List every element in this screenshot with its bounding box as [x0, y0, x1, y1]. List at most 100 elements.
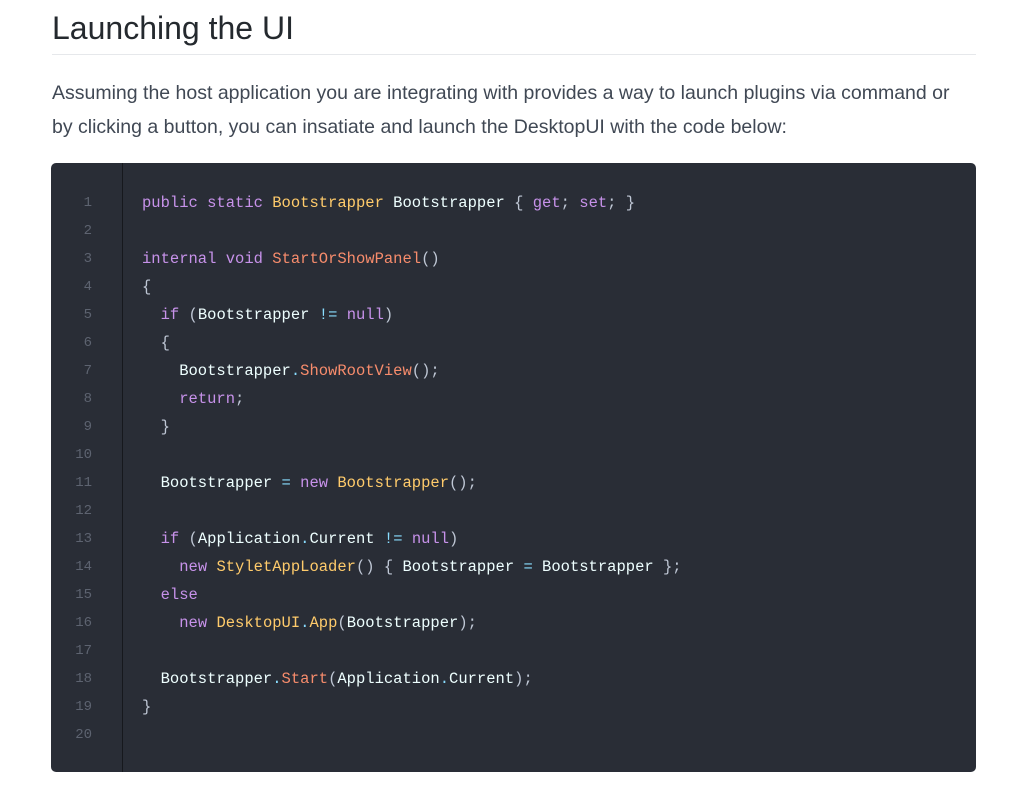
code-line: internal void StartOrShowPanel() [142, 245, 682, 273]
code-token: ) [449, 530, 459, 548]
code-token: ( [188, 306, 198, 324]
code-token: () [355, 558, 375, 576]
code-token: Bootstrapper [142, 362, 291, 380]
code-line: if (Bootstrapper != null) [142, 301, 682, 329]
code-token: Start [281, 670, 329, 688]
code-token: . [439, 670, 450, 688]
line-number: 17 [75, 643, 92, 659]
code-token [142, 418, 161, 436]
code-token: ); [458, 614, 477, 632]
line-number: 11 [75, 475, 92, 491]
code-token: return [179, 390, 236, 408]
code-token [142, 586, 161, 604]
code-token [142, 558, 179, 576]
code-token [263, 194, 272, 212]
code-token: { [514, 194, 524, 212]
code-token: () [421, 250, 440, 268]
code-token: if [160, 306, 180, 324]
code-token: ShowRootView [300, 362, 412, 380]
line-number: 4 [83, 279, 92, 295]
code-token [142, 530, 161, 548]
section-heading: Launching the UI [52, 6, 976, 55]
line-number: 19 [75, 699, 92, 715]
code-token: new [179, 558, 208, 576]
line-number: 20 [75, 727, 92, 743]
code-token: . [272, 670, 282, 688]
code-token [328, 474, 337, 492]
code-token: } [142, 698, 152, 716]
code-line: else [142, 581, 682, 609]
code-token: StartOrShowPanel [272, 250, 422, 268]
code-line: new DesktopUI.App(Bootstrapper); [142, 609, 682, 637]
code-line: { [142, 273, 682, 301]
code-token: internal [142, 250, 217, 268]
line-number: 2 [83, 223, 92, 239]
code-token: }; [662, 558, 682, 576]
code-token [403, 530, 412, 548]
code-line [142, 217, 682, 245]
line-number: 18 [75, 671, 92, 687]
code-token: null [346, 306, 384, 324]
code-token: Bootstrapper [383, 194, 515, 212]
code-token: Application [197, 530, 301, 548]
code-token: ; [607, 194, 617, 212]
code-token [616, 194, 625, 212]
code-token: Bootstrapper [337, 474, 449, 492]
code-token: Bootstrapper [272, 194, 384, 212]
code-line: } [142, 693, 682, 721]
code-token: else [160, 586, 198, 604]
code-token [570, 194, 579, 212]
code-token: . [300, 530, 310, 548]
code-token: ; [235, 390, 245, 408]
code-token: new [179, 614, 208, 632]
code-line: Bootstrapper.Start(Application.Current); [142, 665, 682, 693]
code-token: (); [411, 362, 440, 380]
code-line: { [142, 329, 682, 357]
code-token: { [160, 334, 170, 352]
intro-paragraph: Assuming the host application you are in… [52, 82, 950, 138]
code-token: static [207, 194, 263, 212]
code-token [291, 474, 300, 492]
code-token: DesktopUI [216, 614, 301, 632]
code-token: != [383, 530, 403, 548]
line-number: 1 [83, 195, 92, 211]
line-number: 13 [75, 531, 92, 547]
code-line [142, 721, 682, 749]
code-token: Current [309, 530, 384, 548]
code-token: App [309, 614, 338, 632]
code-token [142, 306, 161, 324]
code-line: Bootstrapper = new Bootstrapper(); [142, 469, 682, 497]
code-token: . [290, 362, 301, 380]
line-number: 6 [83, 335, 92, 351]
code-line [142, 637, 682, 665]
code-token: if [160, 530, 180, 548]
line-number: 10 [75, 447, 92, 463]
code-line: } [142, 413, 682, 441]
code-line: new StyletAppLoader() { Bootstrapper = B… [142, 553, 682, 581]
code-line: Bootstrapper.ShowRootView(); [142, 357, 682, 385]
code-token: ) [383, 306, 394, 324]
code-token: = [523, 558, 533, 576]
line-number: 15 [75, 587, 92, 603]
line-number: 9 [83, 419, 92, 435]
code-token: Bootstrapper [197, 306, 319, 324]
line-number: 5 [83, 307, 92, 323]
code-token [198, 194, 207, 212]
code-token: != [318, 306, 338, 324]
line-number: 12 [75, 503, 92, 519]
code-token: ( [328, 670, 338, 688]
code-token: void [225, 250, 263, 268]
code-token [142, 390, 179, 408]
line-number: 3 [83, 251, 92, 267]
code-token [375, 558, 384, 576]
code-token: { [142, 278, 152, 296]
code-token: ); [514, 670, 533, 688]
code-token: Current [449, 670, 515, 688]
code-token: Bootstrapper [393, 558, 524, 576]
code-token: get [532, 194, 561, 212]
code-token: . [300, 614, 310, 632]
code-token: (); [449, 474, 477, 492]
code-token: Bootstrapper [532, 558, 663, 576]
